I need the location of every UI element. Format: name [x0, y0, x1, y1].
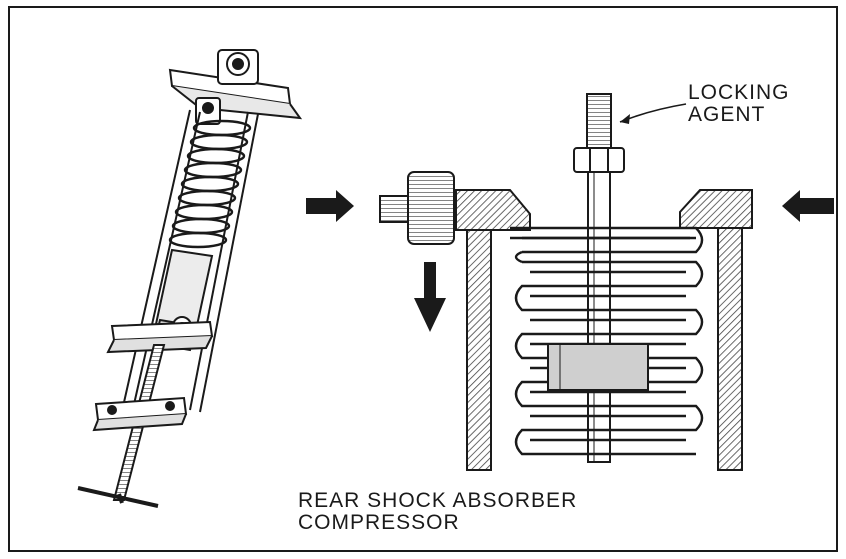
locking-label-line-2: AGENT: [688, 103, 766, 127]
force-arrows: [306, 190, 834, 332]
bumper-block: [547, 343, 649, 391]
right-post: [717, 225, 743, 471]
guide-rod-right: [189, 111, 249, 411]
caption-line-2: COMPRESSOR: [298, 511, 460, 535]
locking-label-line-1: LOCKING: [688, 81, 790, 104]
guide-rod-left: [119, 109, 191, 421]
adjustment-knob: [407, 171, 455, 245]
right-jaw: [679, 189, 753, 229]
center-shaft: [587, 171, 611, 463]
down-arrow: [414, 262, 446, 332]
compressor-tool-illustration: [77, 49, 303, 508]
caption-line-1: REAR SHOCK ABSORBER: [298, 489, 578, 512]
left-post: [466, 225, 492, 471]
center-nut: [573, 147, 625, 173]
figure-caption: REAR SHOCK ABSORBER COMPRESSOR: [298, 489, 578, 535]
cross-section-detail: [379, 93, 753, 471]
locking-agent-label: LOCKING AGENT: [688, 81, 790, 127]
left-jaw: [455, 189, 531, 231]
right-arrow-left-side: [306, 190, 354, 222]
threaded-rod-end: [586, 93, 612, 151]
shock-spring: [168, 119, 252, 249]
locking-agent-leader: [619, 103, 687, 123]
figure-border: [8, 6, 838, 552]
left-arrow-right-side: [782, 190, 834, 222]
